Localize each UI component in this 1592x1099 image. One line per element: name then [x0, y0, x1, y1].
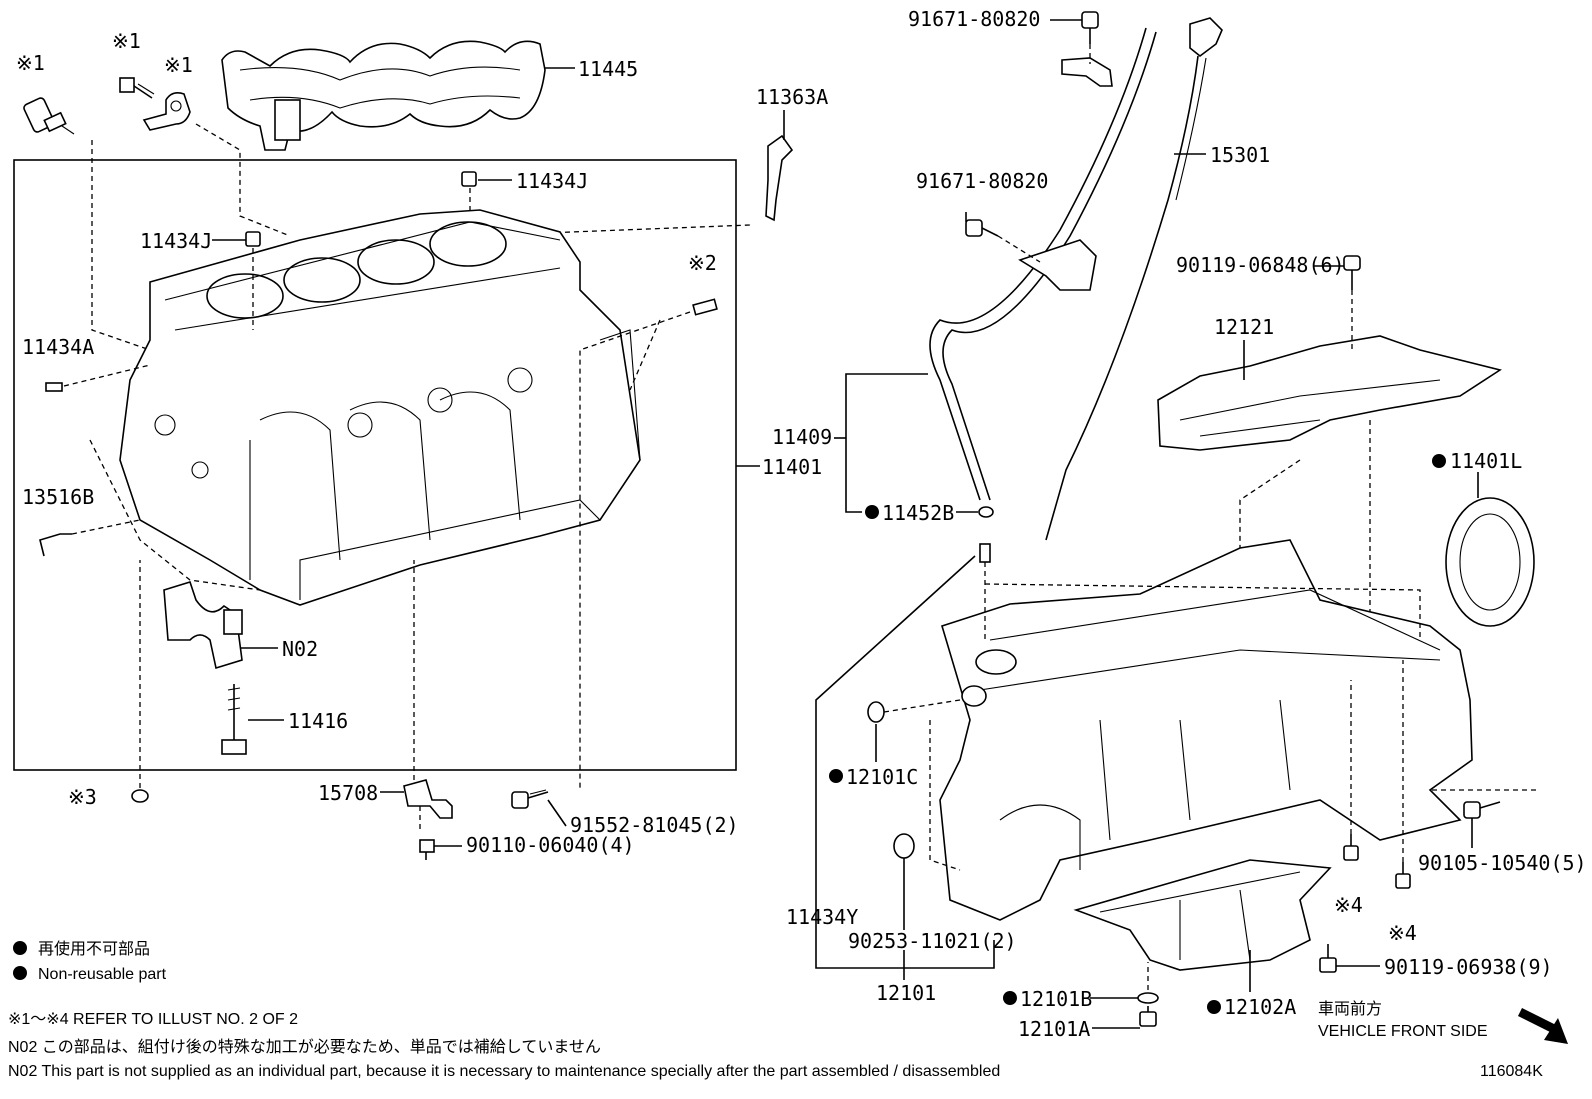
note-n02-en: N02 This part is not supplied as an indi… — [8, 1063, 1000, 1080]
vehicle-front-arrow-icon — [1517, 1007, 1568, 1044]
pin-ref2-drawing — [692, 298, 718, 316]
label-13516B: 13516B — [22, 485, 94, 509]
label-11434J-left: 11434J — [140, 229, 212, 253]
label-11363A: 11363A — [756, 85, 828, 109]
label-12121: 12121 — [1214, 315, 1274, 339]
label-11445: 11445 — [578, 57, 638, 81]
non-reusable-marker-12101B — [1003, 991, 1017, 1005]
label-11434J-top: 11434J — [516, 169, 588, 193]
label-12101: 12101 — [876, 981, 936, 1005]
gasket-12101B-drawing — [1137, 992, 1159, 1004]
oring-12101C-drawing — [867, 701, 885, 723]
label-90119-06848: 90119-06848(6) — [1176, 253, 1345, 277]
label-90119-06938: 90119-06938(9) — [1384, 955, 1553, 979]
plug-90253-drawing — [893, 833, 915, 859]
label-11401L: 11401L — [1450, 449, 1522, 473]
cylinder-block-group-frame — [13, 159, 737, 771]
bolt-90119-06848-drawing — [1343, 255, 1361, 350]
label-12101A: 12101A — [1018, 1017, 1090, 1041]
oil-pan-12102A-drawing — [1073, 859, 1332, 971]
oil-jet-13516B-drawing — [39, 533, 72, 557]
plug-11434J-left-drawing — [245, 231, 261, 247]
label-91671-top: 91671-80820 — [908, 7, 1040, 31]
direction-text-jp: 車両前方 — [1318, 1000, 1382, 1018]
legend-bullet-en — [13, 966, 27, 980]
ref-mark-1-a: ※1 — [16, 51, 45, 75]
oil-pan-12101-drawing — [939, 539, 1473, 921]
bearing-cap-N02-drawing — [163, 581, 243, 670]
legend-bullet-jp — [13, 941, 27, 955]
label-N02: N02 — [282, 637, 318, 661]
label-11434Y: 11434Y — [786, 905, 858, 929]
oring-11452B-drawing — [978, 506, 994, 518]
non-reusable-marker-12102A — [1207, 1000, 1221, 1014]
timing-cover-drawing — [221, 40, 546, 151]
bracket-11363A-drawing — [765, 134, 794, 222]
direction-text-en: VEHICLE FRONT SIDE — [1318, 1023, 1488, 1040]
ref-mark-4-a: ※4 — [1334, 893, 1363, 917]
oil-jet-15708-drawing — [403, 560, 453, 832]
dipstick-15301-drawing — [1045, 17, 1223, 541]
bolt-91671-top-drawing — [1081, 11, 1099, 64]
dipstick-guide-11409-drawing — [929, 27, 1157, 501]
nut-ref3-drawing — [131, 789, 149, 803]
label-90105: 90105-10540(5) — [1418, 851, 1587, 875]
bolt-90110-drawing — [419, 839, 435, 860]
bolt-90119-06938-drawing — [1319, 944, 1337, 973]
label-91671-mid: 91671-80820 — [916, 169, 1048, 193]
note-n02-jp: N02 この部品は、組付け後の特殊な加工が必要なため、単品では補給していません — [8, 1038, 601, 1056]
bolt-91552-drawing — [511, 789, 549, 809]
bolt-90105-drawing — [1463, 801, 1501, 819]
label-12102A: 12102A — [1224, 995, 1296, 1019]
cylinder-block-drawing — [119, 209, 641, 606]
non-reusable-marker-11452B — [865, 505, 879, 519]
non-reusable-marker-11401L — [1432, 454, 1446, 468]
label-12101B: 12101B — [1020, 987, 1092, 1011]
legend-text-jp: 再使用不可部品 — [38, 940, 150, 958]
pin-11434Y-drawing — [979, 543, 991, 563]
label-12101C: 12101C — [846, 765, 918, 789]
ref-mark-2: ※2 — [688, 251, 717, 275]
label-11416: 11416 — [288, 709, 348, 733]
label-11409: 11409 — [772, 425, 832, 449]
bolt-ref4-a-drawing — [1343, 680, 1359, 861]
label-11452B: 11452B — [882, 501, 954, 525]
note-refer: ※1〜※4 REFER TO ILLUST NO. 2 OF 2 — [8, 1011, 298, 1028]
knock-sensor-drawing — [23, 97, 75, 135]
non-reusable-marker-12101C — [829, 769, 843, 783]
label-15301: 15301 — [1210, 143, 1270, 167]
label-11434A: 11434A — [22, 335, 94, 359]
label-91552: 91552-81045(2) — [570, 813, 739, 837]
sensor-bolt-drawing — [119, 77, 155, 99]
label-11401: 11401 — [762, 455, 822, 479]
drain-plug-12101A-drawing — [1139, 1006, 1157, 1027]
legend-text-en: Non-reusable part — [38, 966, 167, 983]
plug-11434J-top-drawing — [461, 171, 477, 187]
label-15708: 15708 — [318, 781, 378, 805]
baffle-plate-12121-drawing — [1157, 335, 1502, 451]
ref-mark-1-b: ※1 — [112, 29, 141, 53]
label-90253: 90253-11021(2) — [848, 929, 1017, 953]
oil-seal-11401L-drawing — [1445, 497, 1535, 627]
ref-mark-4-b: ※4 — [1388, 921, 1417, 945]
bolt-91671-mid-drawing — [965, 219, 1041, 263]
sensor-bracket-drawing — [142, 92, 191, 131]
label-90110: 90110-06040(4) — [466, 833, 635, 857]
pin-11434A-drawing — [45, 382, 63, 392]
cap-bolt-11416-drawing — [221, 684, 247, 755]
ref-mark-3: ※3 — [68, 785, 97, 809]
illustration-id: 116084K — [1480, 1063, 1543, 1080]
bolt-ref4-b-drawing — [1395, 660, 1411, 889]
ref-mark-1-c: ※1 — [164, 53, 193, 77]
